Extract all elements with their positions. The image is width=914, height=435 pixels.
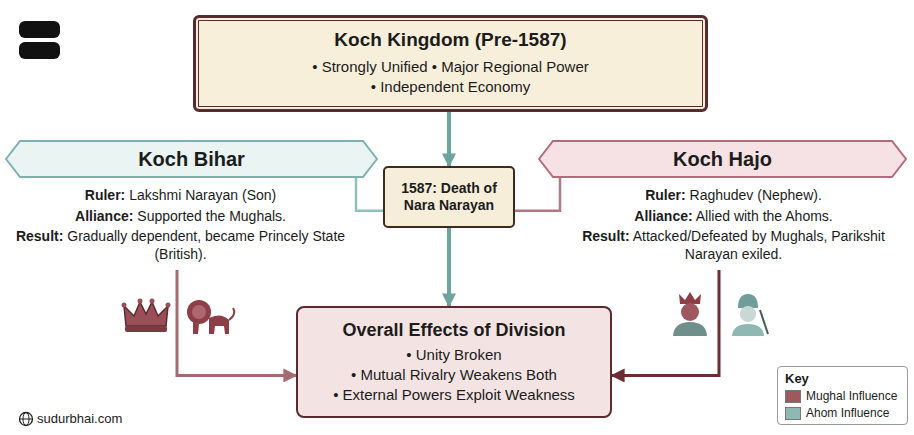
globe-icon: [20, 413, 33, 426]
connector-arrow: [447, 228, 451, 306]
branch-box: Koch HajoRuler: Raghudev (Nephew). Allian…: [538, 140, 907, 266]
legend-box: KeyMughal InfluenceAhom Influence: [777, 366, 908, 425]
king-figure-icon: [673, 292, 707, 336]
kingdom-box: Koch Kingdom (Pre-1587) • Strongly Unifie…: [193, 15, 708, 112]
node-heading: Koch Hajo: [673, 147, 772, 172]
node-heading: 1587: Death of Nara Narayan: [395, 180, 503, 215]
node-body-text: • Mutual Rivalry Weakens Both: [351, 366, 557, 385]
connector-arrow: [612, 270, 719, 375]
node-heading: Overall Effects of Division: [342, 319, 565, 342]
connector-arrow: [515, 178, 560, 211]
node-body-text: Result: Gradually dependent, became Prin…: [15, 228, 346, 263]
legend-label: Mughal Influence: [806, 389, 897, 403]
legend-swatch: [785, 407, 801, 420]
branch-details: Ruler: Lakshmi Narayan (Son) Alliance: Su…: [5, 187, 378, 263]
node-body-text: Alliance: Supported the Mughals.: [15, 208, 346, 226]
banner-header: Koch Hajo: [538, 140, 907, 178]
banner-outline: [539, 141, 906, 177]
node-body-text: • Strongly Unified • Major Regional Powe…: [312, 58, 588, 77]
legend-row: Mughal Influence: [785, 389, 900, 403]
branch-details: Ruler: Raghudev (Nephew). Alliance: Allie…: [538, 187, 907, 263]
event-box: 1587: Death of Nara Narayan: [383, 166, 515, 228]
legend-title: Key: [785, 371, 900, 386]
turban-figure-icon: [732, 294, 768, 336]
node-heading: Koch Kingdom (Pre-1587): [334, 28, 566, 52]
node-heading: Koch Bihar: [138, 147, 245, 172]
lion-icon: [187, 300, 234, 334]
legend-row: Ahom Influence: [785, 406, 900, 420]
watermark: sudurbhai.com: [37, 411, 122, 426]
branch-box: Koch BiharRuler: Lakshmi Narayan (Son) Al…: [5, 140, 378, 266]
crown-icon: [122, 299, 171, 333]
node-body-text: • Independent Economy: [371, 78, 531, 97]
connector-arrow: [356, 178, 383, 211]
connector-arrow: [177, 270, 296, 375]
node-body-text: Ruler: Lakshmi Narayan (Son): [15, 187, 346, 205]
node-body-text: Ruler: Raghudev (Nephew).: [570, 187, 897, 205]
effects-box: Overall Effects of Division • Unity Broke…: [296, 306, 612, 418]
node-body-text: Result: Attacked/Defeated by Mughals, Pa…: [570, 228, 897, 263]
banner-outline: [6, 141, 377, 177]
node-body-text: Alliance: Allied with the Ahoms.: [570, 208, 897, 226]
banner-header: Koch Bihar: [5, 140, 378, 178]
node-body-text: • External Powers Exploit Weakness: [333, 386, 575, 405]
node-body-text: • Unity Broken: [406, 346, 501, 365]
legend-label: Ahom Influence: [806, 406, 889, 420]
legend-swatch: [785, 390, 801, 403]
menu-icon: [19, 21, 60, 59]
connector-arrow: [447, 112, 451, 166]
